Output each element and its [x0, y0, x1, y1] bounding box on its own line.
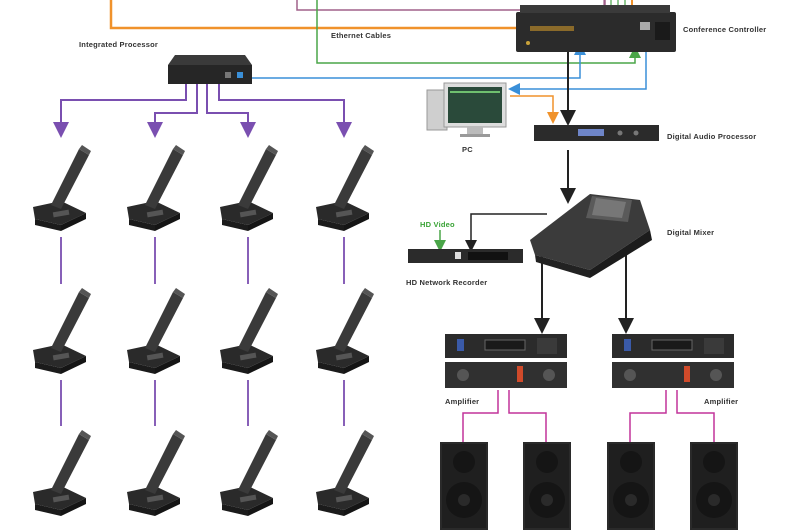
label-integrated-processor: Integrated Processor [79, 40, 159, 49]
delegate-microphone [220, 430, 278, 516]
wire-amp2-spk3 [629, 390, 667, 442]
cable-green-long [316, 0, 641, 64]
speaker [690, 442, 738, 530]
amplifier [612, 334, 734, 388]
delegate-microphone [220, 145, 278, 231]
delegate-microphone [127, 430, 185, 516]
label-hd-network-recorder: HD Network Recorder [406, 278, 488, 287]
hd-network-recorder [408, 249, 523, 263]
delegate-microphone [316, 288, 374, 374]
label-pc: PC [462, 145, 473, 154]
conference-controller [516, 5, 676, 52]
delegate-grid [33, 145, 374, 516]
wire-amp1-spk2 [508, 390, 547, 442]
delegate-microphone [316, 145, 374, 231]
amplifiers [445, 334, 734, 388]
digital-audio-processor [534, 125, 659, 141]
label-ethernet-cables: Ethernet Cables [331, 31, 392, 40]
pc [426, 82, 507, 137]
delegate-microphone [33, 145, 91, 231]
delegate-microphone [127, 145, 185, 231]
delegate-microphone [127, 288, 185, 374]
wire-amp1-spk1 [462, 390, 499, 442]
label-conference-controller: Conference Controller [683, 25, 767, 34]
label-digital-mixer: Digital Mixer [667, 228, 715, 237]
speakers [440, 442, 738, 530]
label-amplifier-right: Amplifier [704, 397, 739, 406]
label-amplifier-left: Amplifier [445, 397, 480, 406]
speaker [440, 442, 488, 530]
delegate-microphone [316, 430, 374, 516]
speaker [607, 442, 655, 530]
cable-col4 [218, 84, 352, 138]
cable-col3 [206, 84, 256, 138]
delegate-microphone [220, 288, 278, 374]
cable-orange-pc [510, 95, 559, 124]
cable-col2 [147, 84, 198, 138]
label-digital-audio-processor: Digital Audio Processor [667, 132, 757, 141]
delegate-microphone [33, 430, 91, 516]
digital-mixer [530, 194, 652, 278]
speaker [523, 442, 571, 530]
cable-orange-main [109, 0, 588, 38]
amplifier [445, 334, 567, 388]
cable-blue-pc [508, 49, 647, 95]
processor-to-delegate-cables [53, 84, 352, 138]
cable-blue-processor [246, 43, 586, 79]
delegate-microphone [33, 288, 91, 374]
speaker-wires [462, 390, 715, 442]
delegate-chain-lines [60, 237, 345, 426]
wire-amp2-spk4 [676, 390, 715, 442]
label-hd-video: HD Video [420, 220, 455, 229]
cable-col1 [53, 84, 187, 138]
signal-mixer-to-recorder [465, 213, 547, 252]
integrated-processor [168, 55, 252, 84]
